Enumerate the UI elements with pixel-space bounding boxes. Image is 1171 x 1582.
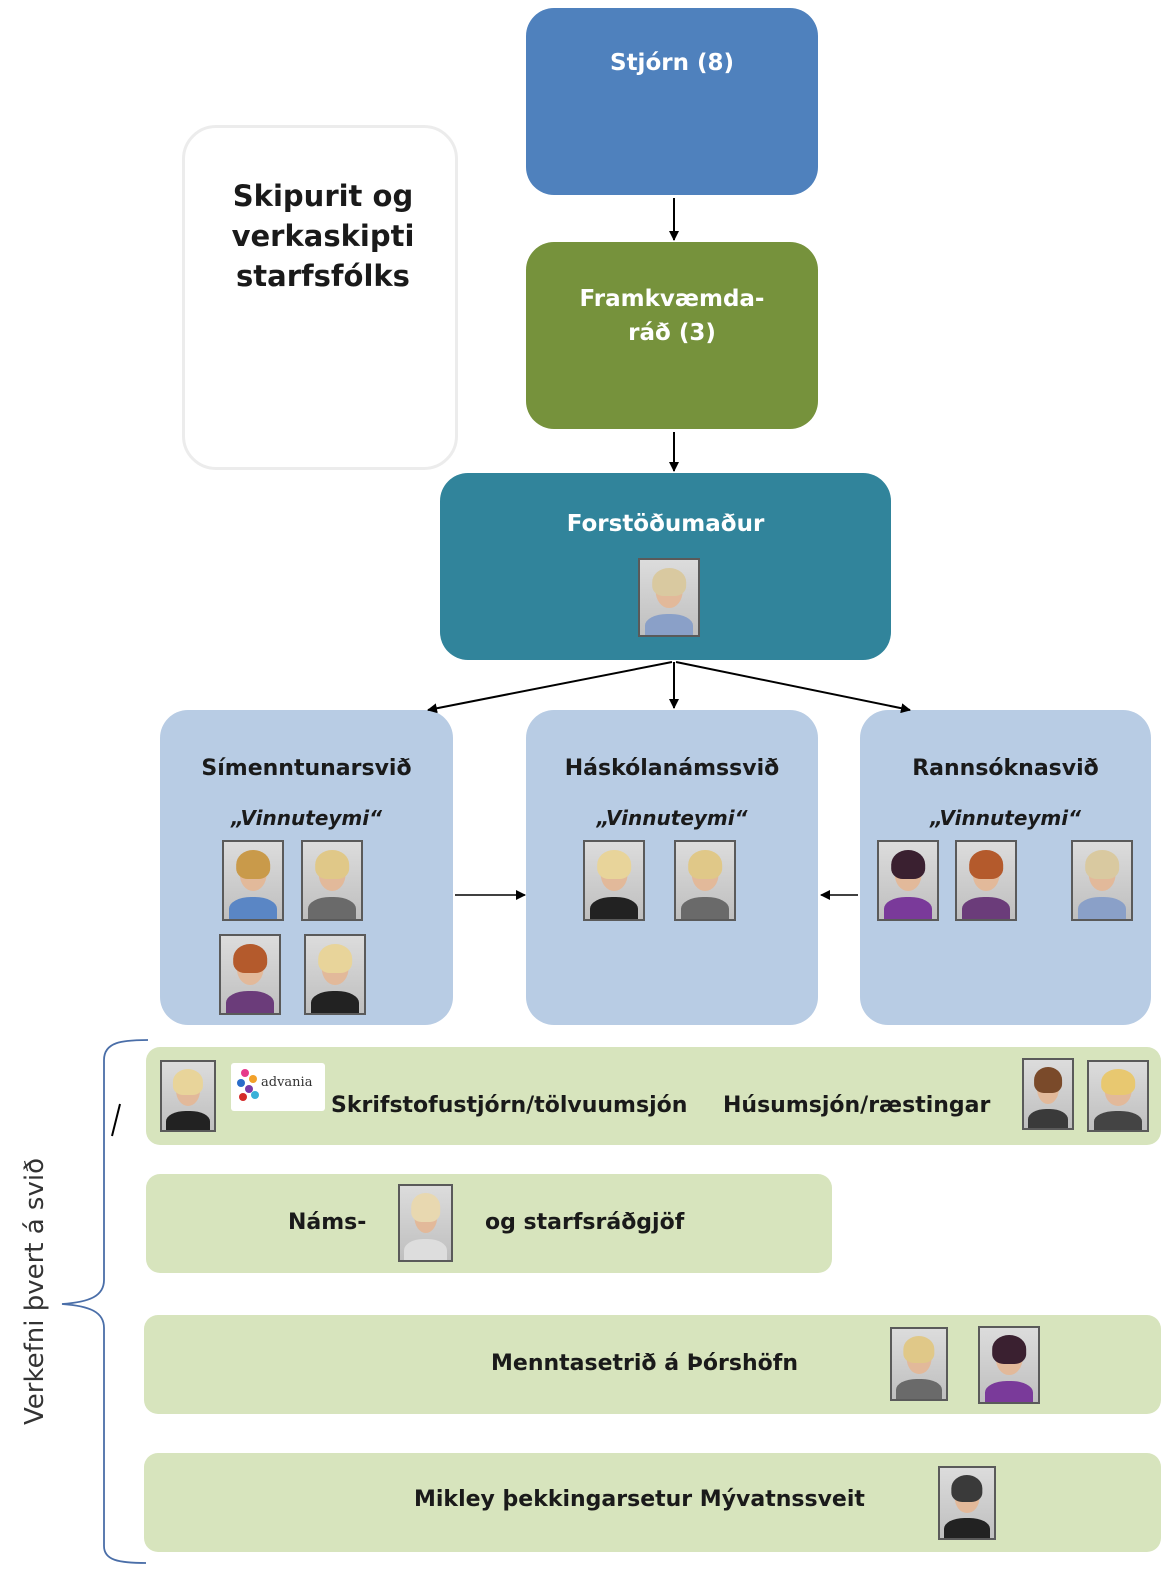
staff-photo: [1087, 1060, 1149, 1132]
staff-photo: [938, 1466, 996, 1540]
exec-council-label: Framkvæmda-ráð (3): [579, 286, 765, 346]
staff-photo: [674, 840, 736, 921]
staff-photo: [1022, 1058, 1074, 1130]
staff-photo: [398, 1184, 453, 1262]
staff-photo: [583, 840, 645, 921]
division-name: Rannsóknasvið: [912, 756, 1099, 781]
division-name: Símenntunarsvið: [201, 756, 412, 781]
stray-slash: [111, 1103, 121, 1137]
staff-photo: [304, 934, 366, 1015]
staff-photo: [890, 1327, 948, 1401]
mikley-label: Mikley þekkingarsetur Mývatnssveit: [414, 1487, 865, 1512]
board-box: Stjórn (8): [526, 8, 818, 195]
advania-logo: advania: [231, 1063, 325, 1111]
staff-photo: [1071, 840, 1133, 921]
housekeeping-task-label: Húsumsjón/ræstingar: [723, 1093, 991, 1118]
arrow-director-to-simenntun: [427, 661, 673, 714]
staff-photo: [301, 840, 363, 921]
staff-photo: [222, 840, 284, 921]
cross-tasks-bracket: [61, 1039, 149, 1564]
office-task-label: Skrifstofustjórn/tölvuumsjón: [331, 1093, 688, 1118]
director-photo: [638, 558, 700, 637]
division-team: „Vinnuteymi“: [596, 806, 748, 830]
division-name: Háskólanámssvið: [564, 756, 780, 781]
board-label: Stjórn (8): [610, 50, 734, 76]
task-bar-counseling: [146, 1174, 832, 1273]
staff-photo: [160, 1060, 216, 1132]
staff-photo: [955, 840, 1017, 921]
director-box: Forstöðumaður: [440, 473, 891, 660]
staff-photo: [877, 840, 939, 921]
thorshofn-label: Menntasetrið á Þórshöfn: [491, 1351, 799, 1376]
arrow-director-to-rannsokn: [675, 661, 911, 714]
staff-photo: [978, 1326, 1040, 1404]
division-team: „Vinnuteymi“: [929, 806, 1081, 830]
chart-title: Skipurit og verkaskipti starfsfólks: [231, 179, 415, 293]
counseling-label-right: og starfsráðgjöf: [485, 1210, 685, 1235]
director-label: Forstöðumaður: [566, 511, 765, 537]
advania-logo-text: advania: [261, 1075, 313, 1090]
division-team: „Vinnuteymi“: [230, 806, 382, 830]
cross-tasks-bracket-label: Verkefni þvert á svið: [20, 1158, 50, 1425]
counseling-label-left: Náms-: [288, 1210, 367, 1235]
division-box-haskolanam: Háskólanámssvið „Vinnuteymi“: [526, 710, 818, 1025]
title-box: Skipurit og verkaskipti starfsfólks: [182, 125, 458, 470]
exec-council-box: Framkvæmda-ráð (3): [526, 242, 818, 429]
staff-photo: [219, 934, 281, 1015]
